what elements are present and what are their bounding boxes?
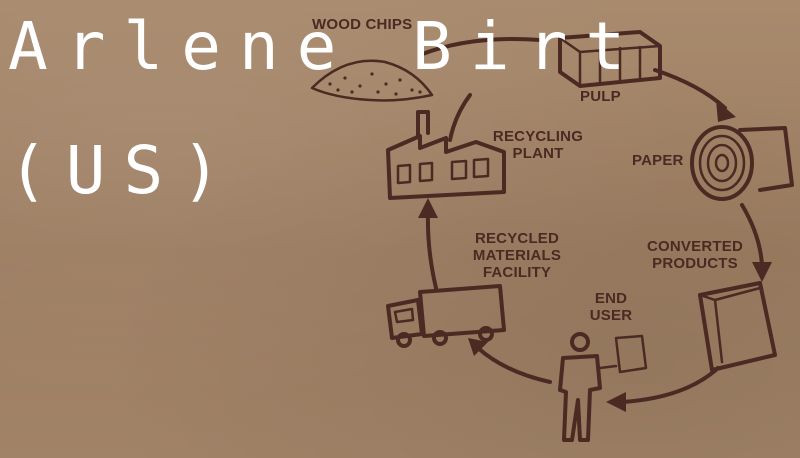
artist-name-heading: Arlene Birt bbox=[8, 8, 644, 85]
label-wood-chips: WOOD CHIPS bbox=[312, 16, 413, 33]
truck-icon bbox=[386, 284, 506, 348]
arrowhead-plant bbox=[418, 198, 438, 218]
paper-roll-icon bbox=[690, 125, 794, 201]
end-user-icon bbox=[558, 332, 648, 442]
arrowhead-user bbox=[606, 392, 626, 412]
label-converted-products: CONVERTED PRODUCTS bbox=[647, 238, 743, 272]
cycle-arrow-facility-to-plant bbox=[425, 210, 438, 290]
cycle-arrow-paper-to-products bbox=[740, 203, 764, 267]
cycle-arrow-chips-to-pulp bbox=[418, 37, 542, 57]
cycle-arrow-pulp-to-paper bbox=[653, 68, 727, 110]
cycle-arrow-products-to-user bbox=[620, 366, 720, 404]
label-recycling-plant: RECYCLING PLANT bbox=[492, 128, 584, 162]
cycle-arrow-user-to-facility bbox=[476, 346, 552, 384]
artist-country-heading: (US) bbox=[8, 132, 239, 209]
pulp-bale-icon bbox=[558, 30, 662, 88]
label-end-user: END USER bbox=[589, 290, 633, 324]
arrowhead-paper bbox=[716, 100, 736, 122]
cycle-arrow-plant-to-chips bbox=[448, 93, 472, 142]
arrowhead-facility bbox=[468, 338, 488, 356]
label-pulp: PULP bbox=[580, 88, 621, 105]
label-paper: PAPER bbox=[632, 152, 684, 169]
label-recycled-materials-facility: RECYCLED MATERIALS FACILITY bbox=[472, 230, 562, 281]
recycling-plant-icon bbox=[386, 110, 506, 200]
paper-bag-icon bbox=[698, 281, 777, 372]
arrowhead-products bbox=[752, 262, 772, 282]
wood-chips-icon bbox=[310, 59, 434, 102]
